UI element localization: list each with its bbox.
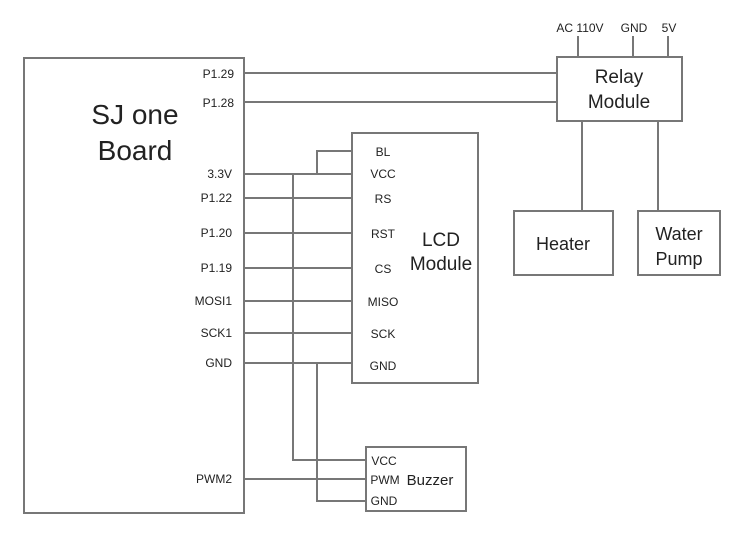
- sj-board-outline: [23, 57, 245, 514]
- pin-p1-29: P1.29: [203, 67, 235, 81]
- heater-title: Heater: [536, 234, 590, 254]
- pump-outline: [637, 210, 721, 276]
- relay-title-line2: Module: [588, 92, 650, 113]
- pin-p1-28: P1.28: [203, 96, 235, 110]
- pin-sck1: SCK1: [201, 326, 233, 340]
- relay-supply-gnd: GND: [621, 21, 648, 35]
- pin-gnd: GND: [205, 356, 232, 370]
- pump-title-line1: Water: [655, 224, 702, 244]
- lcd-pin-bl: BL: [376, 145, 391, 159]
- buzzer: VCC PWM GND Buzzer: [365, 446, 467, 512]
- relay-supply-ac: AC 110V: [556, 21, 603, 35]
- wire-3v3-buzzer-vcc: [292, 174, 366, 461]
- pump-title-line2: Pump: [655, 249, 702, 269]
- pin-3v3: 3.3V: [207, 167, 232, 181]
- relay-supply-5v: 5V: [662, 21, 677, 35]
- wires: [244, 36, 669, 502]
- wire-gnd-buzzer-gnd: [316, 363, 366, 502]
- lcd-pin-vcc: VCC: [370, 167, 396, 181]
- lcd-module: BL VCC RS RST CS MISO SCK GND LCD Module: [351, 132, 479, 384]
- lcd-pin-cs: CS: [375, 262, 392, 276]
- lcd-pin-sck: SCK: [371, 327, 396, 341]
- lcd-pin-gnd: GND: [370, 359, 397, 373]
- buzzer-pin-vcc: VCC: [371, 454, 397, 468]
- buzzer-title: Buzzer: [407, 472, 454, 489]
- wire-vcc-bl-jumper: [316, 150, 352, 174]
- buzzer-pin-pwm: PWM: [370, 473, 399, 487]
- lcd-outline: [351, 132, 479, 384]
- lcd-pin-rs: RS: [375, 192, 392, 206]
- relay-title-line1: Relay: [595, 67, 644, 88]
- lcd-pin-miso: MISO: [368, 295, 399, 309]
- pin-p1-20: P1.20: [201, 226, 233, 240]
- pin-pwm2: PWM2: [196, 472, 232, 486]
- lcd-title-line1: LCD: [422, 230, 460, 251]
- heater-outline: [513, 210, 614, 276]
- water-pump: Water Pump: [637, 210, 721, 276]
- buzzer-pin-gnd: GND: [371, 494, 398, 508]
- pin-p1-22: P1.22: [201, 191, 233, 205]
- sj-board-title-line1: SJ one: [91, 99, 178, 130]
- relay-module: AC 110V GND 5V Relay Module: [556, 21, 683, 122]
- pin-p1-19: P1.19: [201, 261, 233, 275]
- relay-outline: [556, 56, 683, 122]
- buzzer-outline: [365, 446, 467, 512]
- sj-board-title-line2: Board: [98, 135, 173, 166]
- pin-mosi1: MOSI1: [195, 294, 233, 308]
- sj-one-board: SJ one Board P1.29 P1.28 3.3V P1.22 P1.2…: [23, 57, 245, 514]
- heater: Heater: [513, 210, 614, 276]
- lcd-pin-rst: RST: [371, 227, 396, 241]
- lcd-title-line2: Module: [410, 254, 472, 275]
